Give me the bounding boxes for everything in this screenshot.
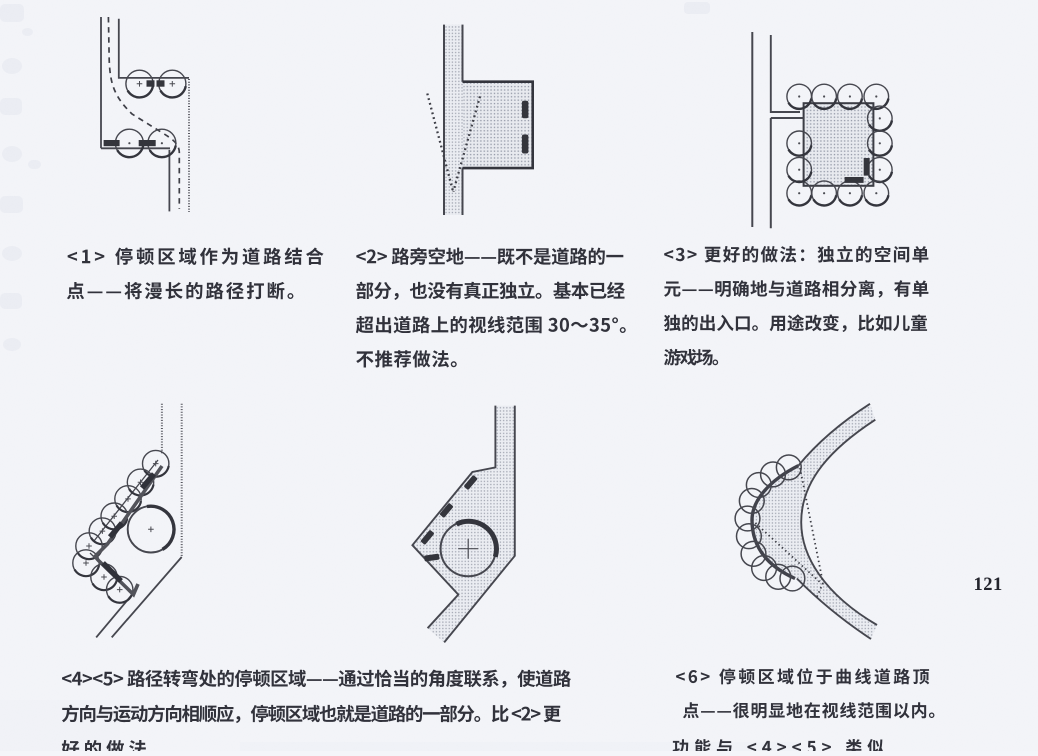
svg-text:121: 121 [974, 575, 1003, 595]
